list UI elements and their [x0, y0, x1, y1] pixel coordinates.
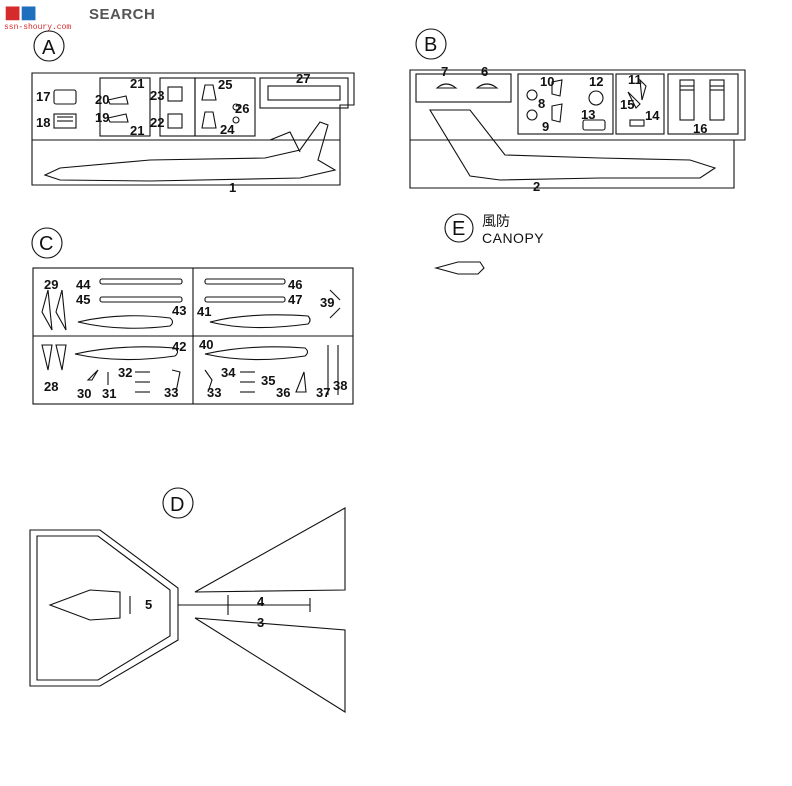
- part-number: 5: [145, 597, 152, 612]
- part-number: 32: [118, 365, 132, 380]
- part-number: 28: [44, 379, 58, 394]
- sprue-letter-c: C: [39, 233, 53, 255]
- part-number: 23: [150, 88, 164, 103]
- part-number: 45: [76, 292, 90, 307]
- part-number: 2: [533, 179, 540, 194]
- part-number: 33: [207, 385, 221, 400]
- part-number: 31: [102, 386, 116, 401]
- part-number: 35: [261, 373, 275, 388]
- part-number: 21: [130, 123, 144, 138]
- canopy-label-jp: 風防: [482, 214, 510, 230]
- part-number: 41: [197, 304, 211, 319]
- part-number: 13: [581, 107, 595, 122]
- part-number: 17: [36, 89, 50, 104]
- sprue-d: [29, 487, 346, 713]
- part-number: 24: [220, 122, 235, 137]
- part-number: 12: [589, 74, 603, 89]
- part-number: 11: [628, 72, 642, 87]
- part-number: 47: [288, 292, 302, 307]
- part-number: 29: [44, 277, 58, 292]
- watermark-logo: ■■: [4, 2, 37, 23]
- sprue-b: [409, 28, 746, 189]
- part-number: 7: [441, 64, 448, 79]
- watermark-url: ssn-shoury.com: [4, 23, 72, 32]
- part-number: 6: [481, 64, 488, 79]
- sprue-c: [31, 227, 354, 405]
- part-number: 46: [288, 277, 302, 292]
- part-number: 19: [95, 110, 109, 125]
- sprue-a: [31, 30, 355, 186]
- part-number: 33: [164, 385, 178, 400]
- part-number: 43: [172, 303, 186, 318]
- part-number: 18: [36, 115, 50, 130]
- canopy-label-en: CANOPY: [482, 230, 545, 246]
- part-number: 44: [76, 277, 91, 292]
- part-number: 14: [645, 108, 660, 123]
- part-number: 34: [221, 365, 236, 380]
- part-number: 3: [257, 615, 264, 630]
- part-number: 42: [172, 339, 186, 354]
- part-number: 36: [276, 385, 290, 400]
- part-number: 30: [77, 386, 91, 401]
- part-number: 9: [542, 119, 549, 134]
- sprue-letter-b: B: [424, 34, 437, 56]
- sprue-letter-a: A: [42, 37, 56, 59]
- part-number: 22: [150, 115, 164, 130]
- part-number: 1: [229, 180, 236, 195]
- sprue-letter-d: D: [170, 494, 184, 516]
- part-number: 10: [540, 74, 554, 89]
- part-number: 25: [218, 77, 232, 92]
- part-number: 4: [257, 594, 265, 609]
- part-number: 15: [620, 97, 634, 112]
- part-number: 21: [130, 76, 144, 91]
- part-number: 8: [538, 96, 545, 111]
- part-number: 20: [95, 92, 109, 107]
- part-number: 27: [296, 71, 310, 86]
- part-number: 39: [320, 295, 334, 310]
- part-number: 38: [333, 378, 347, 393]
- sprue-letter-e: E: [452, 218, 465, 240]
- part-number: 40: [199, 337, 213, 352]
- watermark-brand: SEARCH: [89, 6, 156, 23]
- part-number: 26: [235, 101, 249, 116]
- part-number: 37: [316, 385, 330, 400]
- sprue-e: [433, 213, 485, 275]
- part-number: 16: [693, 121, 707, 136]
